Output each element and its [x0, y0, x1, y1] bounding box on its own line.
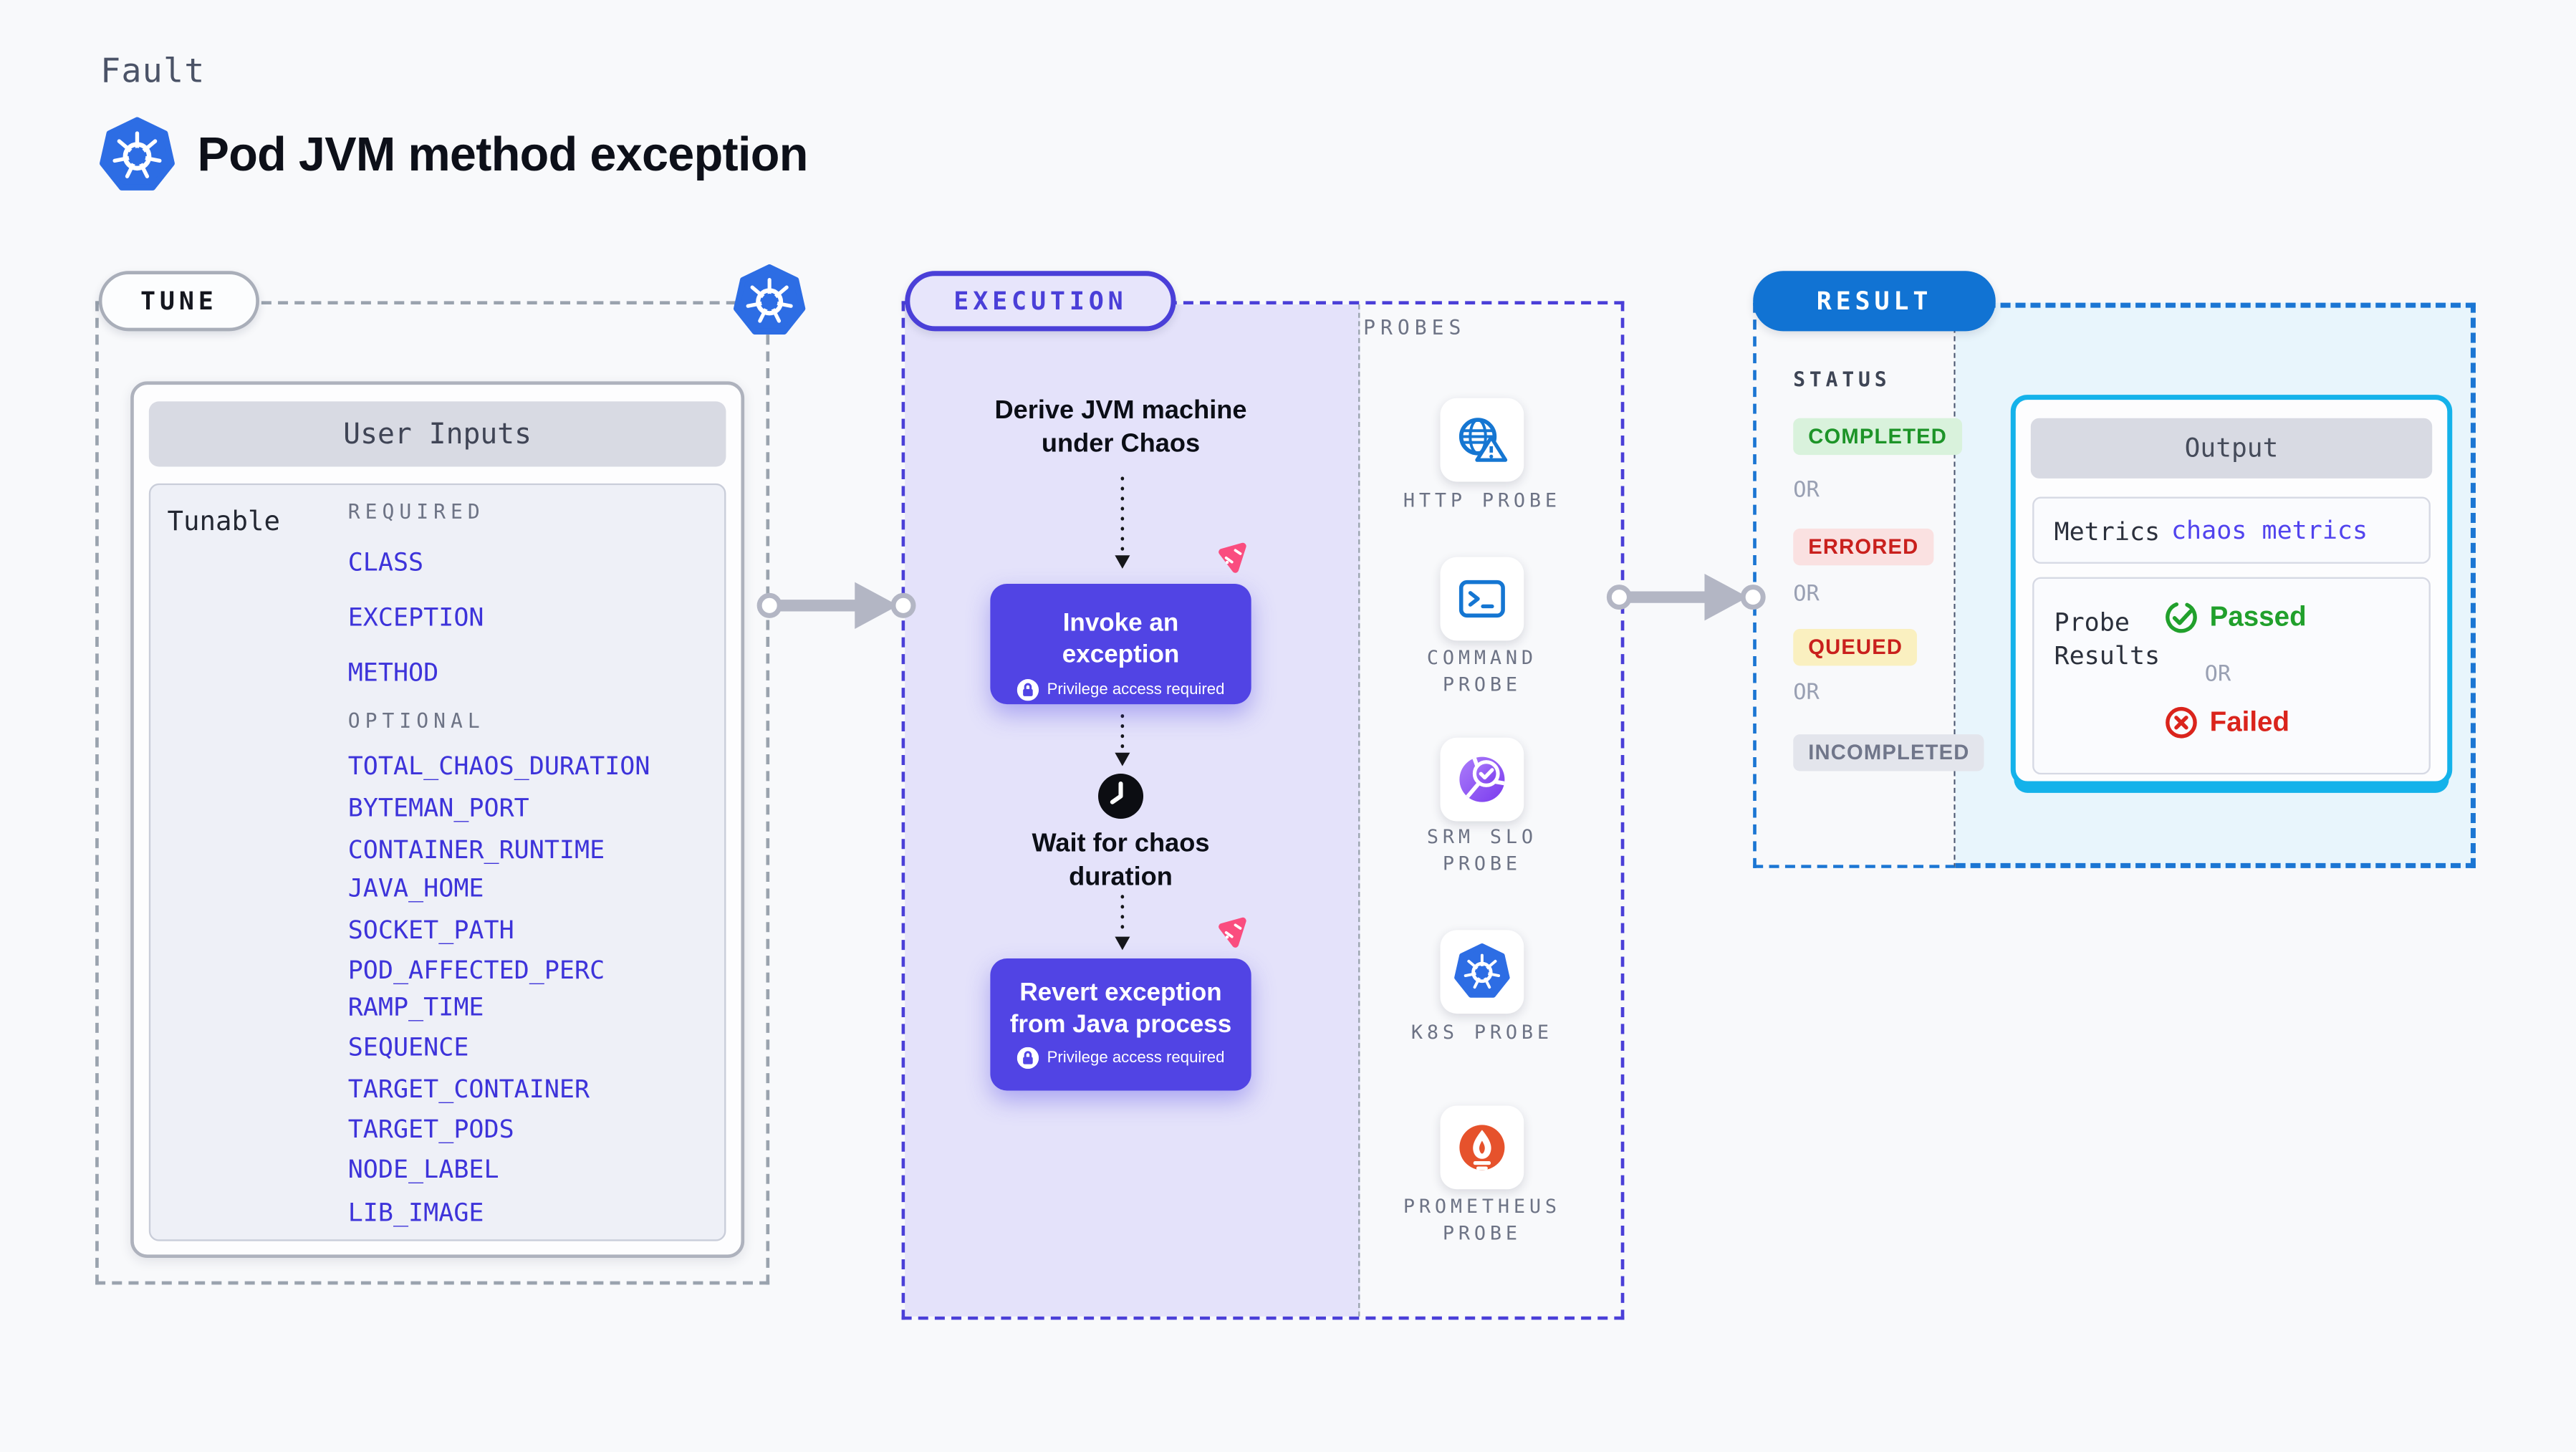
passed-result: Passed: [2165, 600, 2307, 634]
srm-slo-probe-item: [1440, 737, 1524, 822]
tunable-row-label: Tunable: [167, 505, 280, 537]
prometheus-probe-label: PROMETHEUS PROBE: [1403, 1194, 1561, 1244]
revert-step-label: Revert exception from Java process: [1009, 979, 1232, 1039]
probe-results-label: Probe Results: [2054, 607, 2161, 671]
tunable-byteman-port[interactable]: BYTEMAN_PORT: [347, 792, 529, 823]
tune-badge: TUNE: [98, 271, 259, 332]
tunable-socket-path[interactable]: SOCKET_PATH: [347, 915, 514, 946]
tunable-method[interactable]: METHOD: [347, 657, 439, 688]
or-label: OR: [1793, 582, 1820, 607]
tunable-sequence[interactable]: SEQUENCE: [347, 1032, 469, 1062]
fault-kicker: Fault: [100, 50, 206, 91]
user-inputs-card: User Inputs Tunable REQUIRED CLASS EXCEP…: [130, 381, 745, 1258]
or-label: OR: [2204, 662, 2231, 688]
litmus-chaos-icon: [1219, 542, 1246, 573]
result-badge: RESULT: [1753, 271, 1996, 332]
privilege-note-text: Privilege access required: [1047, 1049, 1225, 1067]
clock-icon: [1097, 773, 1144, 819]
required-group-label: REQUIRED: [347, 500, 485, 524]
status-badge-queued: QUEUED: [1793, 628, 1918, 666]
status-badge-errored: ERRORED: [1793, 528, 1934, 566]
http-probe-icon: [1458, 418, 1508, 462]
http-probe-label: HTTP PROBE: [1403, 488, 1561, 512]
flow-arrow-down-icon: [1115, 476, 1130, 569]
metrics-row: Metrics chaos metrics: [2032, 496, 2431, 564]
probe-results-row: Probe Results Passed OR Failed: [2032, 577, 2431, 775]
output-card: Output Metrics chaos metrics Probe Resul…: [2010, 395, 2453, 787]
tunable-pod-affected-perc[interactable]: POD_AFFECTED_PERC: [347, 955, 605, 986]
derive-step-label: Derive JVM machine under Chaos: [994, 396, 1247, 458]
lock-icon: [1017, 1047, 1039, 1069]
srm-slo-probe-icon: [1459, 756, 1505, 802]
probes-column-label: PROBES: [1363, 316, 1466, 340]
optional-group-label: OPTIONAL: [347, 709, 485, 733]
privilege-note-text: Privilege access required: [1047, 681, 1225, 700]
wait-step-label: Wait for chaos duration: [1032, 830, 1210, 891]
status-badge-completed: COMPLETED: [1793, 418, 1963, 456]
chaos-metrics-link[interactable]: chaos metrics: [2171, 515, 2368, 546]
passed-label: Passed: [2209, 601, 2307, 632]
prometheus-probe-icon: [1459, 1125, 1505, 1170]
litmus-chaos-icon: [1219, 917, 1246, 948]
command-probe-item: [1440, 557, 1524, 641]
invoke-step-label: Invoke an exception: [1062, 608, 1180, 670]
execution-to-result-arrow: [1606, 573, 1766, 621]
page-title: Pod JVM method exception: [197, 128, 809, 183]
k8s-probe-label: K8S PROBE: [1410, 1020, 1553, 1044]
tunable-lib-image[interactable]: LIB_IMAGE: [347, 1197, 484, 1228]
failed-result: Failed: [2165, 706, 2289, 739]
lock-icon: [1017, 679, 1039, 701]
revert-exception-node: Revert exception from Java process Privi…: [990, 958, 1251, 1091]
failed-label: Failed: [2209, 706, 2290, 737]
tunable-java-home[interactable]: JAVA_HOME: [347, 872, 484, 903]
tunable-exception[interactable]: EXCEPTION: [347, 602, 484, 633]
tunable-target-pods[interactable]: TARGET_PODS: [347, 1114, 514, 1145]
kubernetes-icon: [99, 117, 176, 193]
tunable-target-container[interactable]: TARGET_CONTAINER: [347, 1074, 590, 1105]
or-label: OR: [1793, 681, 1820, 706]
tunables-list: Tunable REQUIRED CLASS EXCEPTION METHOD …: [148, 483, 726, 1241]
tunables-column: REQUIRED CLASS EXCEPTION METHOD OPTIONAL…: [348, 485, 714, 1239]
tunable-container-runtime[interactable]: CONTAINER_RUNTIME: [347, 835, 605, 865]
output-card-title: Output: [2030, 418, 2433, 479]
kubernetes-icon: [733, 264, 807, 338]
metrics-label: Metrics: [2054, 516, 2161, 547]
user-inputs-title: User Inputs: [148, 401, 726, 467]
command-probe-label: COMMAND PROBE: [1426, 645, 1537, 696]
flow-arrow-down-icon: [1115, 714, 1130, 766]
privilege-note: Privilege access required: [1017, 1047, 1225, 1069]
or-label: OR: [1793, 478, 1820, 504]
tunable-ramp-time[interactable]: RAMP_TIME: [347, 991, 484, 1022]
srm-slo-probe-label: SRM SLO PROBE: [1426, 824, 1537, 875]
tunable-class[interactable]: CLASS: [347, 547, 424, 577]
failed-x-icon: [2166, 706, 2197, 739]
privilege-note: Privilege access required: [1017, 679, 1225, 701]
k8s-probe-item: [1440, 930, 1524, 1014]
command-probe-icon: [1458, 580, 1505, 618]
status-label: STATUS: [1793, 367, 1891, 392]
tune-section-box: [95, 301, 770, 1285]
invoke-exception-node: Invoke an exception Privilege access req…: [990, 583, 1251, 705]
prometheus-probe-item: [1440, 1105, 1524, 1190]
tunable-node-label[interactable]: NODE_LABEL: [347, 1154, 499, 1185]
execution-badge: EXECUTION: [905, 271, 1176, 332]
tunable-total-chaos-duration[interactable]: TOTAL_CHAOS_DURATION: [347, 751, 650, 782]
passed-check-icon: [2166, 601, 2197, 633]
tune-to-execution-arrow: [756, 582, 916, 629]
flow-arrow-down-icon: [1115, 895, 1130, 951]
k8s-probe-icon: [1453, 943, 1510, 1000]
status-badge-incompleted: INCOMPLETED: [1793, 734, 1985, 771]
http-probe-item: [1440, 398, 1524, 482]
